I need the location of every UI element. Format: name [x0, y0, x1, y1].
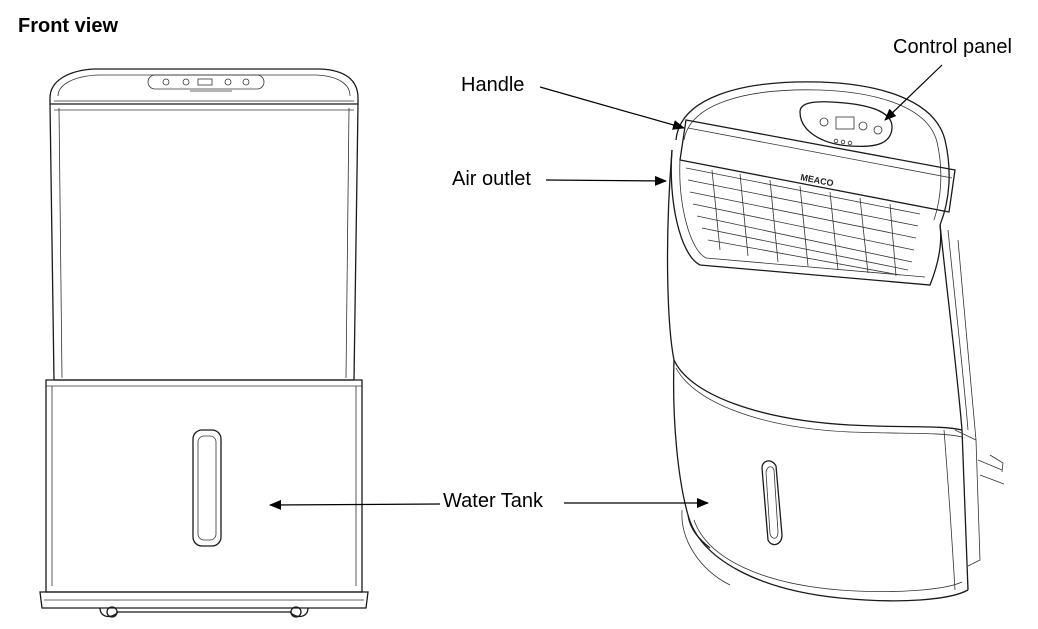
- water-tank-label: Water Tank: [443, 490, 544, 512]
- handle-label: Handle: [461, 74, 525, 96]
- front-dehumidifier-drawing: [39, 68, 369, 618]
- air-outlet-arrow: [545, 175, 667, 186]
- air-outlet-label: Air outlet: [452, 168, 531, 190]
- front-view-title: Front view: [18, 15, 119, 37]
- control-panel-label: Control panel: [893, 36, 1012, 58]
- air-outlet-grille: [685, 167, 921, 277]
- angled-dehumidifier-drawing: MEACO: [666, 81, 1005, 602]
- water-tank-left-arrow: [269, 499, 441, 510]
- control-panel-arrow: [884, 64, 943, 121]
- handle-arrow: [539, 86, 685, 130]
